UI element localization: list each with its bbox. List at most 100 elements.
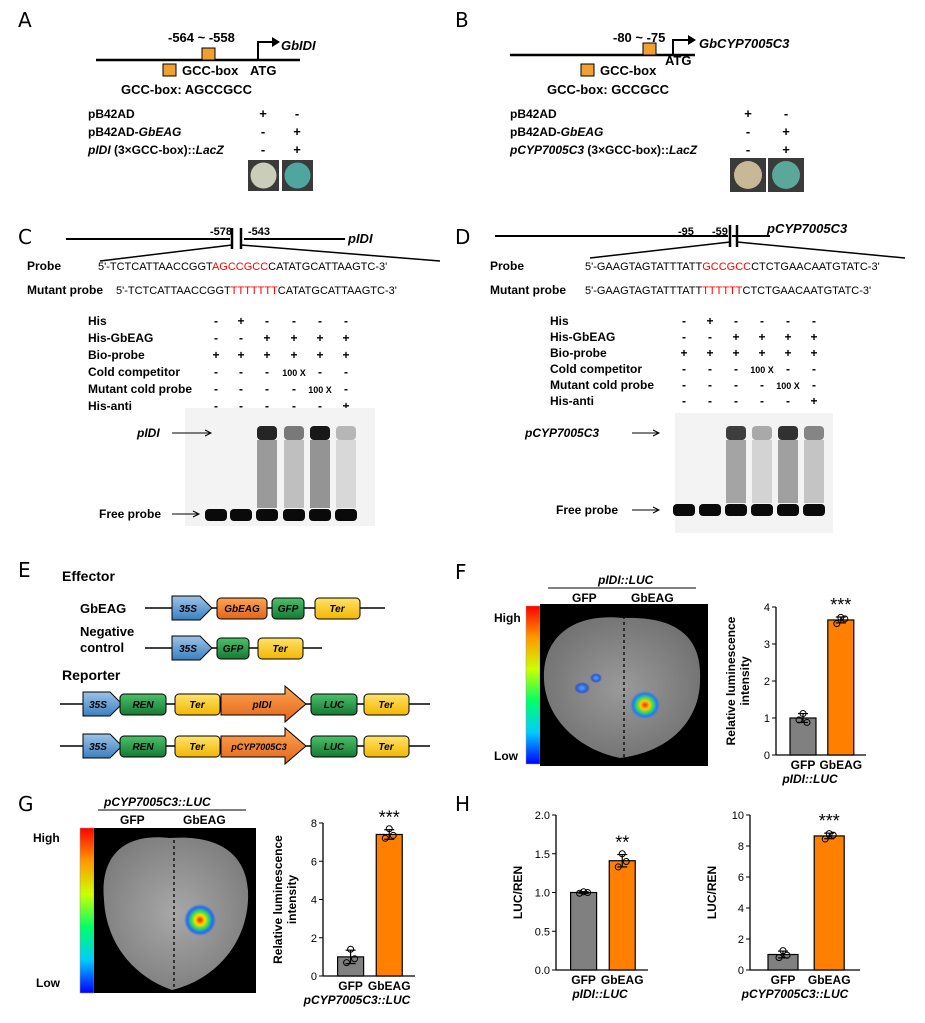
y-tick-label: 0.5 [535,926,550,938]
panel-e-ter-box-label: Ter [272,644,288,655]
table-cell: - [239,365,243,379]
gel-shift-band [284,426,304,440]
table-cell: - [214,382,218,396]
table-cell: - [682,330,686,344]
table-cell: - [682,378,686,392]
data-point [803,718,811,726]
y-axis-label: Relative luminescence [271,835,285,964]
gel-free-band [309,509,331,521]
gel-smear [752,440,772,503]
data-point [833,620,841,628]
panel-e-ter-box-label: Ter [189,742,205,753]
panel-e-gfp-box [271,597,305,620]
data-point [825,830,833,838]
data-point [351,955,359,963]
gel-free-band [230,509,252,521]
panel-f-signal-spot [590,673,602,683]
panel-a-legend-box [162,63,177,77]
panel-f-scale-bar [525,605,541,765]
panel-e-ter-box [363,693,410,716]
data-point [584,889,592,896]
table-cell: - [682,394,686,408]
table-row-label: Cold competitor [550,362,642,376]
table-cell: - [734,378,738,392]
panel-letter-h: H [455,792,471,816]
panel-c-probe-seq: 5'-TCTCATTAACCGGTAGCCGCCCATATGCATTAAGTC-… [98,261,387,273]
data-point [385,825,393,833]
data-point [381,834,389,842]
table-cell: + [342,399,349,413]
data-point [799,710,807,718]
panel-c-gel [185,408,375,526]
panel-c-pos-left: -578 [210,226,232,238]
panel-e-reporter-title: Reporter [62,667,121,683]
panel-c-pos-right: -543 [248,226,270,238]
y-tick-label: 6 [738,872,744,884]
y-tick-label: 1.0 [535,888,550,900]
gel-shift-band [752,426,772,440]
table-row-label: His-anti [550,394,594,408]
panel-e-luc-label: LUC [324,700,345,711]
panel-d-probe-label: Probe [490,259,524,273]
gel-free-band [335,509,357,521]
panel-g-leaf [103,837,249,990]
panel-e-effector-title: Effector [62,568,115,584]
gel-free-band [725,504,747,516]
table-cell: - [760,378,764,392]
panel-f-gfp-label: GFP [572,591,597,605]
table-row-label: His [88,314,107,328]
gel-smear [804,440,824,503]
table-cell: - [318,399,322,413]
y-tick-label: 0 [311,971,317,983]
panel-a-arrow-head [272,37,280,47]
table-cell: - [786,362,790,376]
table-cell: - [760,394,764,408]
gel-shift-band [310,426,330,440]
y-axis-label: LUC/REN [705,866,719,919]
bar-gfp [569,891,598,971]
table-cell: 100 X [750,365,774,375]
table-cell: - [682,314,686,328]
table-cell: - [265,314,269,328]
table-cell: - [734,314,738,328]
panel-a-row-1-label: pB42AD [88,107,135,121]
table-cell: + [263,331,270,345]
panel-d-probe-seq: 5'-GAAGTAGTATTTATTGCCGCCCTCTGAACAATGTATC… [585,261,880,273]
table-cell: + [810,394,817,408]
table-row-label: Cold competitor [88,365,180,379]
table-cell: - [734,394,738,408]
panel-a-row-3-label: pIDI (3×GCC-box)::LacZ [87,143,224,157]
table-row-label: Bio-probe [88,348,145,362]
panel-a-sign: - [261,142,265,157]
panel-d-band-label: pCYP7005C3 [524,426,599,440]
table-cell: - [239,399,243,413]
panel-c-zoom-line [240,244,441,262]
y-tick-label: 1.5 [535,849,550,861]
panel-e-gfp-box [216,637,250,660]
y-tick-label: 4 [764,602,770,614]
table-cell: - [812,314,816,328]
table-cell: - [812,362,816,376]
table-cell: - [786,314,790,328]
panel-a-colony-blue [284,162,311,189]
panel-e-neg-label-1: Negative [80,624,134,639]
panel-b-sign: + [744,106,752,121]
panel-letter-c: C [18,225,32,249]
gel-free-band [777,504,799,516]
gel-smear [726,440,746,503]
panel-e-35s-promoter [82,733,123,759]
data-point [841,615,849,623]
panel-a-sign: - [295,106,299,121]
table-cell: - [214,314,218,328]
y-tick-label: 2.0 [535,810,550,822]
data-point [580,888,588,896]
x-axis-label: pCYP7005C3::LUC [741,987,849,1001]
table-cell: + [680,346,687,360]
panel-b-figure: -80 ~ -75 GbCYP7005C3 ATG GCC-box GCC-bo… [509,30,804,192]
gel-shift-band [257,426,277,440]
panel-e-35s-label: 35S [179,644,197,655]
data-point [343,959,351,967]
y-axis-label: Relative luminescence [724,616,738,745]
panel-g-signal-spot [184,904,216,936]
gel-free-band [699,504,721,516]
